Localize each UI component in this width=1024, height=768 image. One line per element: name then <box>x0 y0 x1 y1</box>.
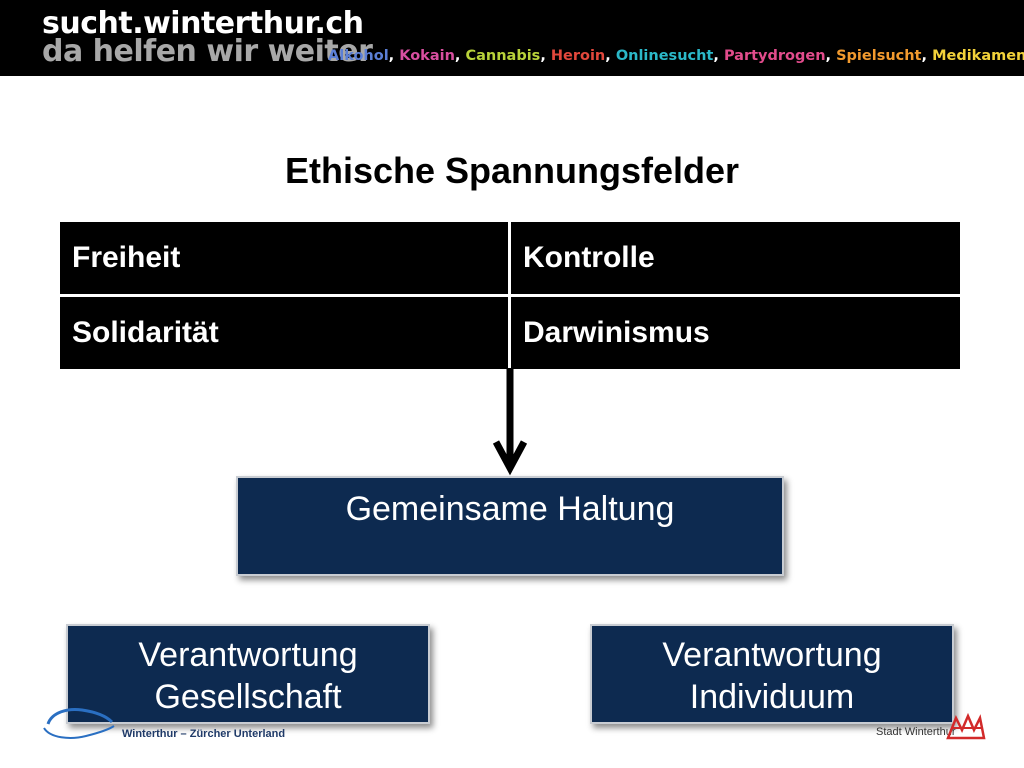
drug-item-spielsucht: Spielsucht <box>836 48 922 64</box>
society-responsibility-box: Verantwortung Gesellschaft <box>66 624 430 724</box>
drug-item-kokain: Kokain <box>399 48 455 64</box>
table-cell-freiheit: Freiheit <box>60 222 508 294</box>
table-row: Freiheit Kontrolle <box>60 222 960 294</box>
header-bar: sucht.winterthur.ch da helfen wir weiter… <box>0 0 1024 76</box>
drug-separator: , <box>825 48 837 64</box>
footer-city: Stadt Winterthur <box>876 726 956 738</box>
city-winterthur-logo-icon <box>946 712 986 740</box>
individual-responsibility-box: Verantwortung Individuum <box>590 624 954 724</box>
drug-separator: , <box>605 48 616 64</box>
individual-responsibility-line2: Individuum <box>689 678 855 716</box>
drug-item-alkohol: Alkohol <box>328 48 389 64</box>
drug-separator: , <box>388 48 400 64</box>
footer-organization: Winterthur – Zürcher Unterland <box>122 728 286 740</box>
brand-slogan: da helfen wir weiter <box>42 34 373 69</box>
tension-table: Freiheit Kontrolle Solidarität Darwinism… <box>60 222 960 372</box>
table-row: Solidarität Darwinismus <box>60 297 960 369</box>
drug-separator: , <box>454 48 466 64</box>
drug-item-heroin: Heroin <box>550 48 606 64</box>
drug-item-cannabis: Cannabis <box>465 48 541 64</box>
table-cell-darwinismus: Darwinismus <box>511 297 960 369</box>
common-attitude-label: Gemeinsame Haltung <box>345 490 675 528</box>
society-responsibility-line2: Gesellschaft <box>154 678 342 716</box>
arrow-down-icon <box>492 368 528 476</box>
common-attitude-box: Gemeinsame Haltung <box>236 476 784 576</box>
drug-list: Alkohol, Kokain, Cannabis, Heroin, Onlin… <box>328 46 1024 66</box>
drug-separator: , <box>713 48 724 64</box>
individual-responsibility-line1: Verantwortung <box>662 636 882 674</box>
brand-title: sucht.winterthur.ch <box>42 6 364 41</box>
drug-item-partydrogen: Partydrogen <box>723 48 826 64</box>
drug-item-medikamente: Medikamente <box>932 48 1024 64</box>
drug-separator: , <box>540 48 551 64</box>
table-cell-kontrolle: Kontrolle <box>511 222 960 294</box>
drug-item-onlinesucht: Onlinesucht <box>615 48 714 64</box>
drug-separator: , <box>921 48 933 64</box>
society-responsibility-line1: Verantwortung <box>138 636 358 674</box>
ipw-logo-icon <box>43 708 115 739</box>
page-title: Ethische Spannungsfelder <box>284 150 740 191</box>
table-cell-solidaritaet: Solidarität <box>60 297 508 369</box>
